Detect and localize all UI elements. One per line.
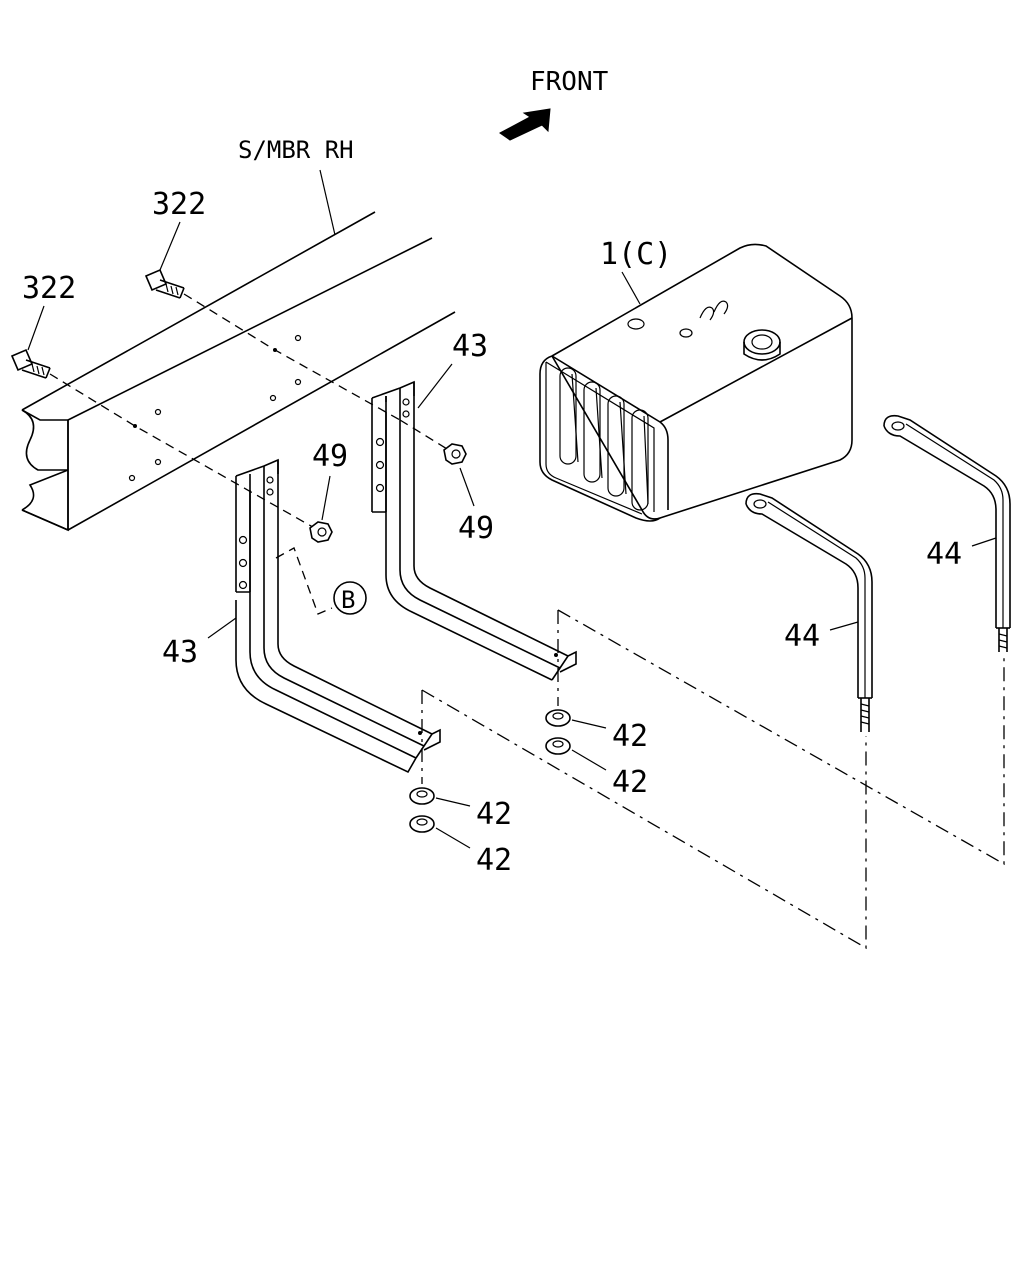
front-direction-arrow-icon: [499, 108, 551, 141]
nut-42-4: [409, 815, 435, 833]
bolt-upper-centerline-end: [399, 419, 453, 453]
ref-b-label: B: [341, 586, 355, 614]
bolt-upper-centerline: [183, 293, 401, 421]
bracket-43-lower-label: 43: [162, 635, 198, 670]
band-44-left-label: 44: [784, 619, 820, 654]
bolt-322-upper: [144, 268, 185, 299]
nut-42-2-label: 42: [612, 765, 648, 800]
nut-42-2: [545, 737, 571, 755]
nut-49-upper-leader: [459, 467, 475, 507]
nut-49-lower-label: 49: [312, 439, 348, 474]
nut-49-upper-label: 49: [458, 511, 494, 546]
nut-42-4-leader: [435, 827, 471, 849]
band-44-right-label: 44: [926, 537, 962, 572]
bolt-322-lower: [10, 348, 51, 379]
side-member-leader: [319, 169, 336, 236]
ref-b-leader: [275, 547, 333, 615]
centerline-lower-to-band-left: [421, 689, 867, 950]
nut-42-3: [409, 787, 435, 805]
fuel-tank-label: 1(C): [600, 237, 672, 272]
bolt-322-lower-label: 322: [22, 271, 76, 306]
band-44-right-leader: [971, 537, 997, 547]
nut-42-3-label: 42: [476, 797, 512, 832]
nut-42-2-leader: [571, 749, 607, 771]
bracket-43-upper-leader: [417, 363, 453, 409]
nut-49-lower: [309, 521, 333, 543]
bolt-322-upper-leader: [159, 221, 181, 271]
band-44-left: [745, 492, 873, 732]
nut-42-4-label: 42: [476, 843, 512, 878]
nut-49-upper: [443, 443, 467, 465]
nut-49-lower-leader: [321, 475, 331, 521]
centerline-upper-to-band-right: [557, 609, 1005, 866]
ref-b-circle: [333, 581, 367, 615]
band-44-left-leader: [829, 621, 859, 631]
nut-42-3-leader: [435, 797, 471, 807]
fuel-tank: [539, 243, 853, 522]
side-member-label: S/MBR RH: [238, 136, 354, 164]
bolt-lower-centerline: [49, 373, 319, 531]
nut-42-1-label: 42: [612, 719, 648, 754]
bolt-322-lower-leader: [27, 305, 45, 351]
bolt-322-upper-label: 322: [152, 187, 206, 222]
bracket-43-lower: [235, 458, 441, 774]
nut-42-1-leader: [571, 719, 607, 729]
side-member-rail: [21, 211, 456, 532]
fuel-tank-leader: [621, 271, 641, 305]
band-44-right: [883, 414, 1011, 652]
front-label: FRONT: [530, 67, 609, 97]
nut-42-1: [545, 709, 571, 727]
bracket-43-upper: [371, 380, 577, 681]
bracket-43-upper-label: 43: [452, 329, 488, 364]
bracket-43-lower-leader: [207, 617, 237, 639]
